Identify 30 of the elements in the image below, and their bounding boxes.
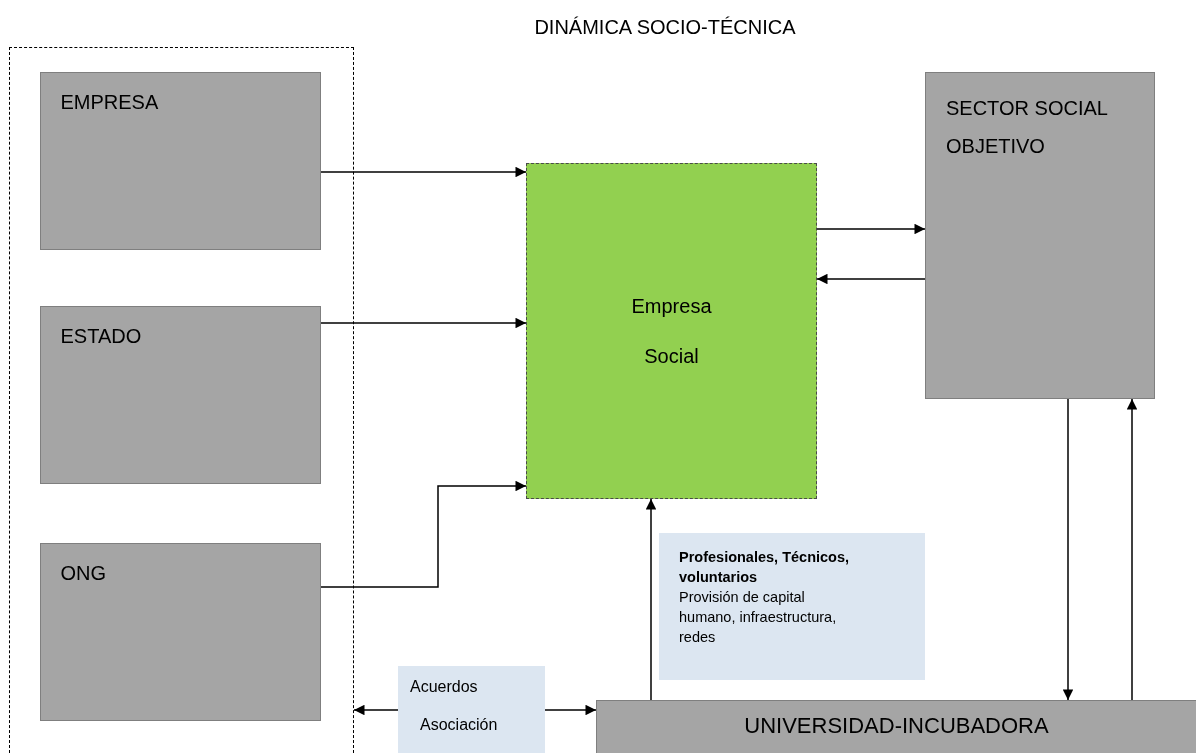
note-heading: Profesionales, Técnicos, voluntarios [679, 548, 851, 587]
arrow [816, 273, 926, 285]
box-label: Acuerdos [410, 678, 479, 696]
box-label: Empresa Social [630, 294, 713, 369]
actor-box [39, 71, 321, 250]
agreements-note-box [398, 666, 545, 753]
arrow [645, 498, 657, 701]
box-label: ONG [60, 561, 108, 585]
box-label: ESTADO [60, 324, 143, 348]
arrow [544, 704, 597, 716]
group-frame [9, 47, 354, 753]
box-label: UNIVERSIDAD-INCUBADORA [743, 713, 1050, 739]
resources-note-box [659, 533, 925, 680]
arrow [1126, 398, 1138, 701]
diagram-title: DINÁMICA SOCIO-TÉCNICA [533, 16, 797, 39]
arrow [320, 317, 527, 329]
box-label: SECTOR SOCIAL OBJETIVO [946, 96, 1109, 159]
arrow [353, 704, 399, 716]
arrow [320, 166, 527, 178]
arrow [1062, 398, 1074, 701]
note-text: Provisión de capital humano, infraestructura, redes [679, 588, 838, 647]
social-enterprise-box [526, 163, 817, 499]
actor-box [39, 305, 321, 484]
box-label: Asociación [419, 716, 499, 734]
arrow [816, 223, 926, 235]
box-label: EMPRESA [60, 90, 160, 114]
target-sector-box [925, 72, 1155, 399]
actor-box [39, 542, 321, 721]
university-incubator-box [596, 700, 1196, 753]
arrow [320, 480, 527, 588]
